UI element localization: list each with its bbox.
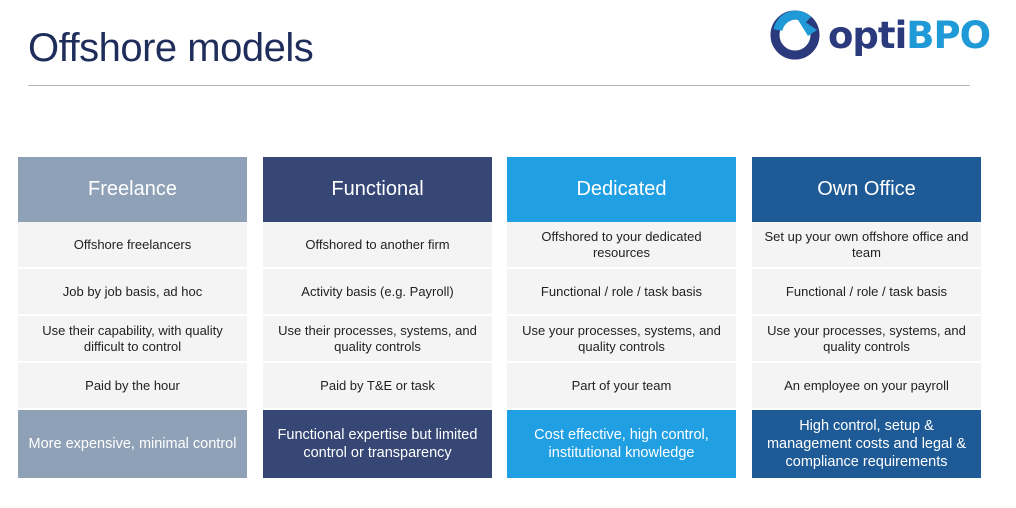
column-footer: Cost effective, high control, institutio…	[507, 410, 736, 478]
column-row: Activity basis (e.g. Payroll)	[263, 269, 492, 316]
title-divider	[28, 85, 970, 86]
column-row: Paid by T&E or task	[263, 363, 492, 410]
optibpo-logo: optiBPO	[768, 10, 1008, 60]
column-footer: Functional expertise but limited control…	[263, 410, 492, 478]
column-row: Use their processes, systems, and qualit…	[263, 316, 492, 363]
column-row: Functional / role / task basis	[507, 269, 736, 316]
column-row: Offshored to another firm	[263, 222, 492, 269]
column-row: Use their capability, with quality diffi…	[18, 316, 247, 363]
column-row: Part of your team	[507, 363, 736, 410]
column-header: Freelance	[18, 157, 247, 222]
column-row: Functional / role / task basis	[752, 269, 981, 316]
column-footer: More expensive, minimal control	[18, 410, 247, 478]
column-row: Paid by the hour	[18, 363, 247, 410]
column-footer: High control, setup & management costs a…	[752, 410, 981, 478]
column-row: An employee on your payroll	[752, 363, 981, 410]
column-row: Job by job basis, ad hoc	[18, 269, 247, 316]
model-column-dedicated: Dedicated Offshored to your dedicated re…	[507, 157, 736, 478]
column-header: Own Office	[752, 157, 981, 222]
column-row: Offshore freelancers	[18, 222, 247, 269]
logo-text-bpo: BPO	[906, 14, 991, 57]
logo-mark-icon	[770, 10, 820, 60]
column-header: Functional	[263, 157, 492, 222]
model-column-own-office: Own Office Set up your own offshore offi…	[752, 157, 981, 478]
column-row: Set up your own offshore office and team	[752, 222, 981, 269]
logo-wordmark: optiBPO	[828, 14, 991, 57]
column-row: Use your processes, systems, and quality…	[507, 316, 736, 363]
logo-text-opti: opti	[828, 14, 907, 57]
column-row: Offshored to your dedicated resources	[507, 222, 736, 269]
model-column-functional: Functional Offshored to another firm Act…	[263, 157, 492, 478]
column-header: Dedicated	[507, 157, 736, 222]
column-row: Use your processes, systems, and quality…	[752, 316, 981, 363]
page-title: Offshore models	[28, 26, 314, 70]
model-column-freelance: Freelance Offshore freelancers Job by jo…	[18, 157, 247, 478]
